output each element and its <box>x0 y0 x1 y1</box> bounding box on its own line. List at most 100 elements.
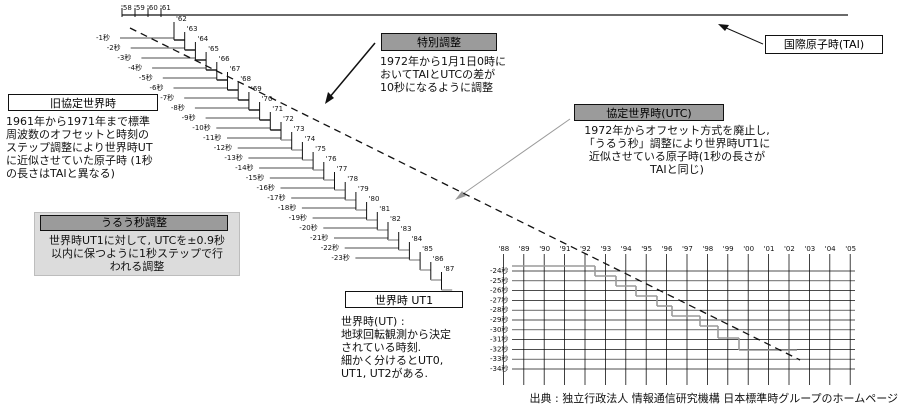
year-label-grid: '96 <box>662 245 673 253</box>
second-label: -5秒 <box>139 73 153 82</box>
special-line: 10秒になるように調整 <box>380 81 493 94</box>
year-label-step: '87 <box>444 265 455 273</box>
ut1-description: 世界時(UT) : 地球回転観測から決定 されている時刻. 細かく分けるとUT0… <box>341 315 481 380</box>
leap-line: われる調整 <box>109 260 165 273</box>
special-description: 1972年から1月1日0時に おいてTAIとUTCの差が 10秒になるように調整 <box>380 55 530 94</box>
second-label-grid: -25秒 <box>490 276 508 285</box>
second-label: -3秒 <box>117 53 131 62</box>
tai-arrow <box>723 26 764 45</box>
second-label: -20秒 <box>299 223 317 232</box>
utc-line: 近似させている原子時(1秒の長さが <box>588 150 766 163</box>
special-line: おいてTAIとUTCの差が <box>380 68 496 81</box>
second-label: -4秒 <box>128 63 142 72</box>
year-label-step: '65 <box>208 45 219 53</box>
second-label: -12秒 <box>214 143 232 152</box>
special-arrow <box>328 42 376 99</box>
year-label-grid: '95 <box>641 245 652 253</box>
old-utc-line: の長さはTAIと異なる) <box>6 167 115 180</box>
year-label-grid: '05 <box>845 245 856 253</box>
second-label: -2秒 <box>107 43 121 52</box>
year-label-step: '64 <box>197 35 208 43</box>
year-label-step: '82 <box>390 215 401 223</box>
year-label-step: '67 <box>230 65 241 73</box>
year-label-grid: '97 <box>682 245 693 253</box>
second-label-grid: -30秒 <box>490 325 508 334</box>
year-label-grid: '04 <box>825 245 836 253</box>
second-label: -6秒 <box>150 83 164 92</box>
second-label: -14秒 <box>235 163 253 172</box>
second-label: -11秒 <box>203 133 221 142</box>
second-label-grid: -27秒 <box>490 295 508 304</box>
year-label-step: '78 <box>347 175 358 183</box>
year-label-step: '77 <box>337 165 348 173</box>
second-label: -18秒 <box>278 203 296 212</box>
utc-pointer-head <box>455 191 466 200</box>
year-label-grid: '93 <box>600 245 611 253</box>
source-credit: 出典 : 独立行政法人 情報通信研究機構 日本標準時グループのホームページ <box>529 392 898 405</box>
second-label: -7秒 <box>160 93 174 102</box>
old-utc-line: ステップ調整により世界時UT <box>6 141 153 154</box>
second-label-grid: -33秒 <box>490 354 508 363</box>
ut1-line: UT1, UT2がある. <box>341 367 429 380</box>
year-label-grid: '89 <box>519 245 530 253</box>
leap-title: うるう秒調整 <box>101 216 167 229</box>
year-label-grid: '02 <box>784 245 795 253</box>
second-label: -9秒 <box>182 113 196 122</box>
year-label-step: '75 <box>315 145 326 153</box>
year-label-top: '58 <box>121 4 132 12</box>
year-label-step: '72 <box>283 115 294 123</box>
special-line: 1972年から1月1日0時に <box>380 55 506 68</box>
special-title-box: 特別調整 <box>381 33 497 51</box>
second-label-grid: -28秒 <box>490 305 508 314</box>
year-label-step: '68 <box>240 75 251 83</box>
second-label: -13秒 <box>224 153 242 162</box>
ut1-title-box: 世界時 UT1 <box>345 291 463 308</box>
second-label: -17秒 <box>267 193 285 202</box>
year-label-step: '81 <box>379 205 390 213</box>
leap-line: 世界時UT1に対して, UTCを±0.9秒 <box>49 234 225 247</box>
year-label-step: '79 <box>358 185 369 193</box>
year-label-step: '66 <box>219 55 230 63</box>
year-label-step: '73 <box>294 125 305 133</box>
year-label-grid: '90 <box>539 245 550 253</box>
year-label-step: '69 <box>251 85 262 93</box>
utc-pointer <box>459 118 571 197</box>
year-label-grid: '03 <box>804 245 815 253</box>
second-label-grid: -32秒 <box>490 344 508 353</box>
leap-title-box: うるう秒調整 <box>40 215 228 231</box>
old-utc-title-box: 旧協定世界時 <box>8 94 158 111</box>
year-label-step: '86 <box>433 255 444 263</box>
old-utc-title: 旧協定世界時 <box>50 97 116 110</box>
second-label-grid: -26秒 <box>490 286 508 295</box>
year-label-grid: '01 <box>764 245 775 253</box>
year-label-step: '76 <box>326 155 337 163</box>
year-label-top: '60 <box>147 4 158 12</box>
ut1-title: 世界時 UT1 <box>374 294 434 307</box>
leap-line: 以内に保つように1秒ステップで行 <box>51 247 223 260</box>
year-label-step: '85 <box>422 245 433 253</box>
second-label: -10秒 <box>192 123 210 132</box>
leap-description: 世界時UT1に対して, UTCを±0.9秒 以内に保つように1秒ステップで行 わ… <box>37 234 237 273</box>
special-arrowhead <box>325 92 334 104</box>
second-label: -1秒 <box>96 33 110 42</box>
ut1-trend-line <box>129 27 801 361</box>
second-label: -22秒 <box>321 243 339 252</box>
year-label-step: '62 <box>176 15 187 23</box>
ut1-line: 細かく分けるとUT0, <box>341 354 444 367</box>
year-label-grid: '00 <box>743 245 754 253</box>
utc-line: TAIと同じ) <box>650 163 704 176</box>
old-utc-line: 周波数のオフセットと時刻の <box>6 128 149 141</box>
second-label-grid: -24秒 <box>490 266 508 275</box>
year-label-top: '59 <box>134 4 145 12</box>
year-label-step: '80 <box>369 195 380 203</box>
year-label-top: '61 <box>160 4 171 12</box>
year-label-step: '63 <box>187 25 198 33</box>
year-label-grid: '99 <box>723 245 734 253</box>
second-label-grid: -34秒 <box>490 364 508 373</box>
second-label: -8秒 <box>171 103 185 112</box>
utc-line: 「うるう秒」調整により世界時UT1に <box>583 137 771 150</box>
ut1-line: されている時刻. <box>341 341 422 354</box>
utc-line: 1972年からオフセット方式を廃止し, <box>584 124 770 137</box>
second-label: -19秒 <box>289 213 307 222</box>
second-label: -23秒 <box>331 253 349 262</box>
